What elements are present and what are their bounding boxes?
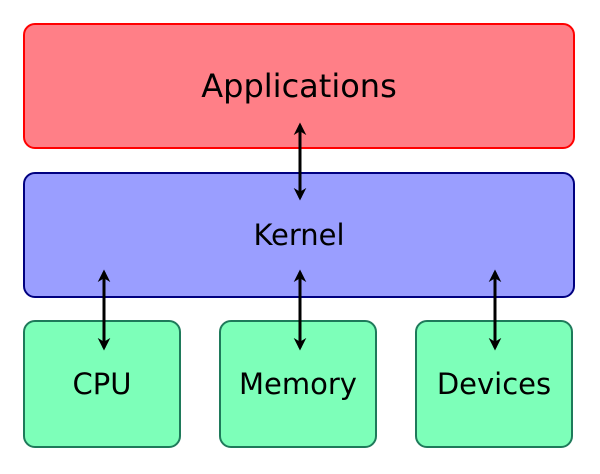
- applications-label: Applications: [201, 67, 397, 105]
- devices-label: Devices: [436, 367, 552, 401]
- memory-label: Memory: [239, 367, 357, 401]
- kernel-label: Kernel: [253, 218, 345, 252]
- memory-box: Memory: [219, 320, 377, 448]
- applications-layer-box: Applications: [23, 23, 575, 149]
- cpu-box: CPU: [23, 320, 181, 448]
- kernel-layer-box: Kernel: [23, 172, 575, 298]
- cpu-label: CPU: [72, 367, 132, 401]
- devices-box: Devices: [415, 320, 573, 448]
